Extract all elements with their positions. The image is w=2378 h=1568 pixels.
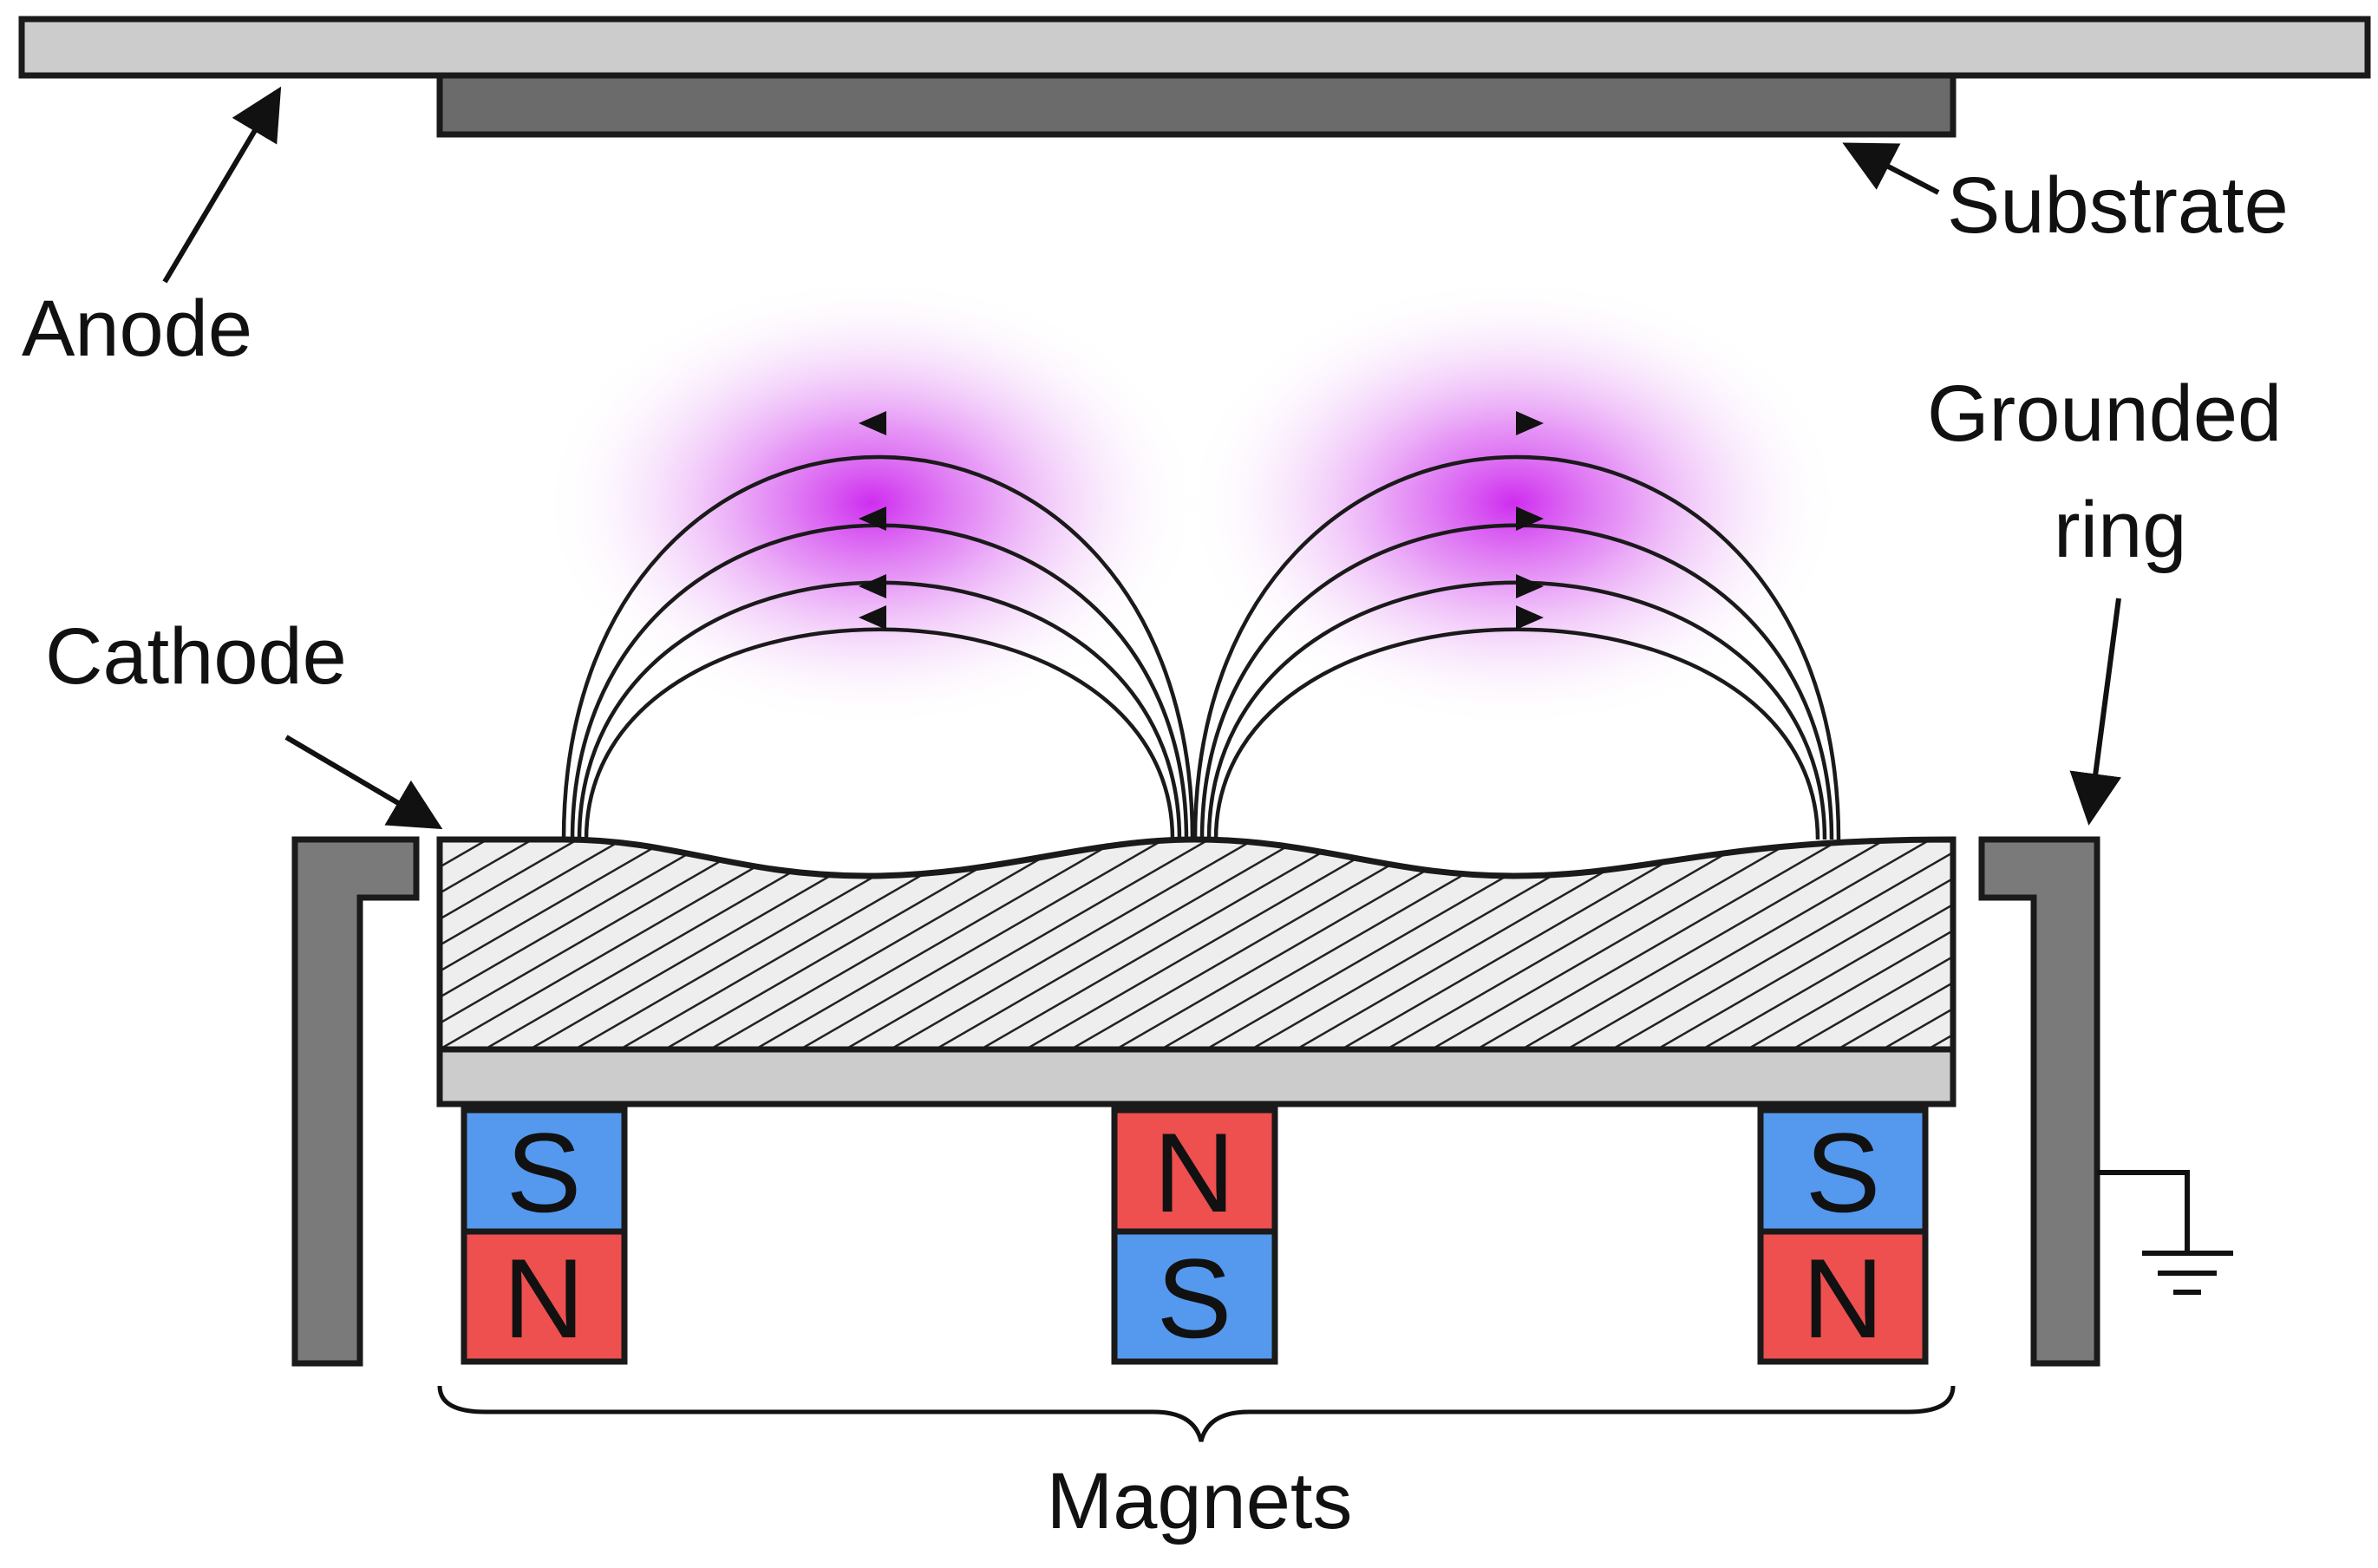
- magnets-brace: [437, 1385, 1956, 1442]
- ground-icon: [2097, 1170, 2233, 1295]
- substrate-arrow: [1842, 142, 1940, 195]
- field-arrows-right: [1516, 411, 1544, 630]
- substrate-label: Substrate: [1947, 161, 2289, 250]
- anode-label: Anode: [22, 284, 252, 373]
- substrate: [436, 72, 1957, 138]
- svg-text:N: N: [1802, 1235, 1884, 1362]
- grounded-ring-right: [1978, 836, 2100, 1367]
- grounded-ring-label-line2: ring: [2054, 486, 2186, 574]
- grounded-ring-left: [291, 836, 420, 1367]
- anode-arrow: [162, 86, 282, 284]
- magnet-center: N S: [1111, 1107, 1278, 1365]
- magnet-left-bottom: [461, 1228, 628, 1365]
- field-arrows-left: [859, 411, 886, 630]
- svg-text:S: S: [506, 1109, 582, 1236]
- magnet-right-top: [1757, 1107, 1929, 1235]
- magnet-left-top: [461, 1107, 628, 1235]
- anode-plate: [18, 16, 2371, 79]
- magnet-center-bottom: [1111, 1228, 1278, 1365]
- svg-text:N: N: [1153, 1109, 1235, 1236]
- cathode-target: [436, 836, 1957, 1053]
- svg-text:S: S: [1157, 1235, 1232, 1362]
- magnet-right: S N: [1757, 1107, 1929, 1365]
- svg-text:N: N: [503, 1235, 585, 1362]
- magnet-left: S N: [461, 1107, 628, 1365]
- grounded-ring-label-line1: Grounded: [1927, 369, 2282, 458]
- grounded-ring-arrow: [2069, 598, 2122, 826]
- magnet-right-bottom: [1757, 1228, 1929, 1365]
- backing-plate: [436, 1046, 1957, 1107]
- magnets-label: Magnets: [1047, 1457, 1353, 1545]
- magnet-center-top: [1111, 1107, 1278, 1235]
- svg-text:S: S: [1806, 1109, 1881, 1236]
- cathode-arrow: [284, 735, 443, 830]
- cathode-label: Cathode: [45, 612, 347, 701]
